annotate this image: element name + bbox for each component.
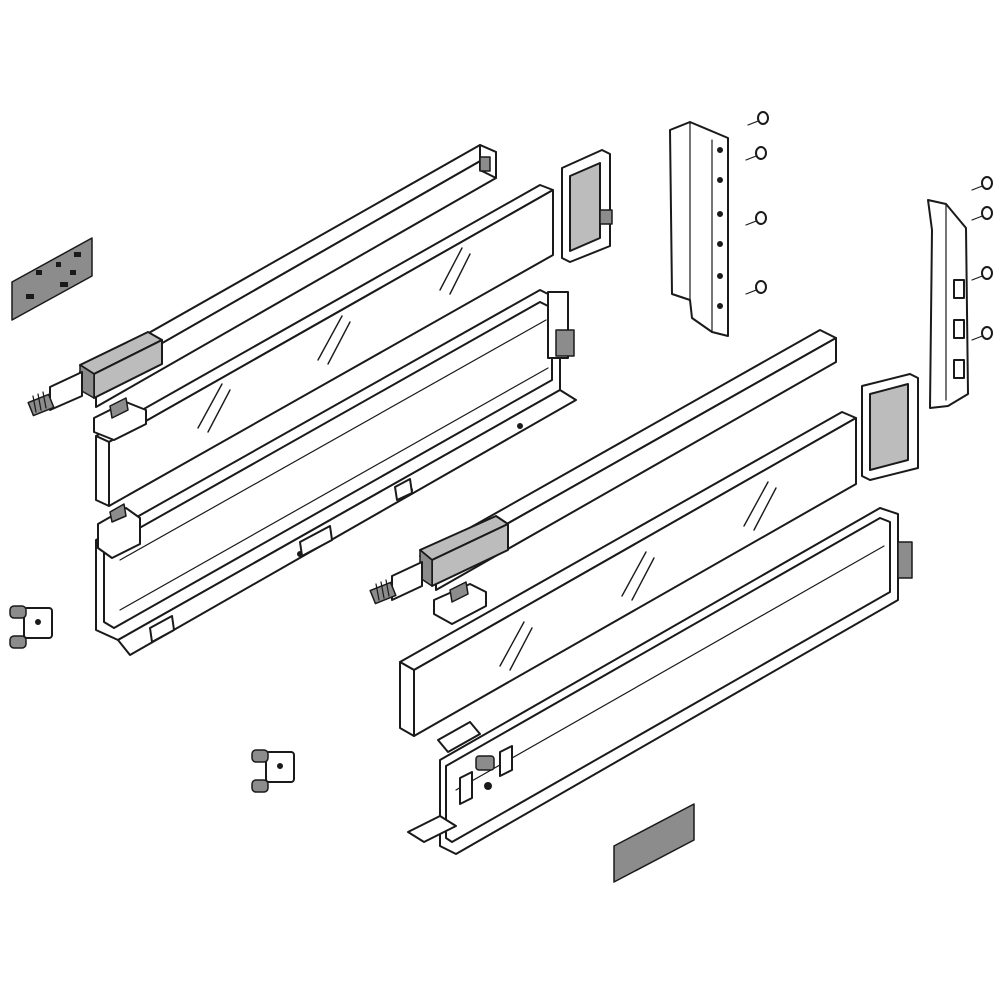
screw bbox=[971, 266, 993, 281]
screws-right bbox=[971, 176, 993, 341]
front-fixing-bracket-left bbox=[93, 397, 147, 441]
glass-side-panel-left bbox=[95, 184, 554, 507]
cover-cap-left bbox=[11, 237, 93, 321]
rear-bracket-left bbox=[669, 121, 729, 337]
drawer-rail-right bbox=[369, 329, 837, 605]
screws-left bbox=[745, 111, 769, 295]
screw bbox=[745, 280, 767, 295]
drawer-side-profile-left bbox=[95, 289, 577, 656]
cover-cap-right bbox=[613, 803, 695, 883]
screw bbox=[971, 176, 993, 191]
screw bbox=[747, 111, 769, 126]
screw bbox=[745, 211, 767, 226]
drawer-side-profile-right bbox=[407, 507, 913, 855]
rear-bracket-right bbox=[927, 199, 969, 409]
front-connector-lower bbox=[251, 749, 295, 793]
drawer-rail-left bbox=[27, 144, 497, 417]
rear-holder-left bbox=[561, 149, 613, 263]
front-connector-upper bbox=[9, 605, 53, 649]
screw bbox=[971, 206, 993, 221]
rear-holder-right bbox=[861, 373, 919, 481]
front-fixing-bracket-left-2 bbox=[97, 503, 141, 559]
screw bbox=[745, 146, 767, 161]
front-fixing-bracket-right bbox=[433, 581, 487, 625]
screw bbox=[971, 326, 993, 341]
glass-side-panel-right bbox=[399, 411, 857, 737]
